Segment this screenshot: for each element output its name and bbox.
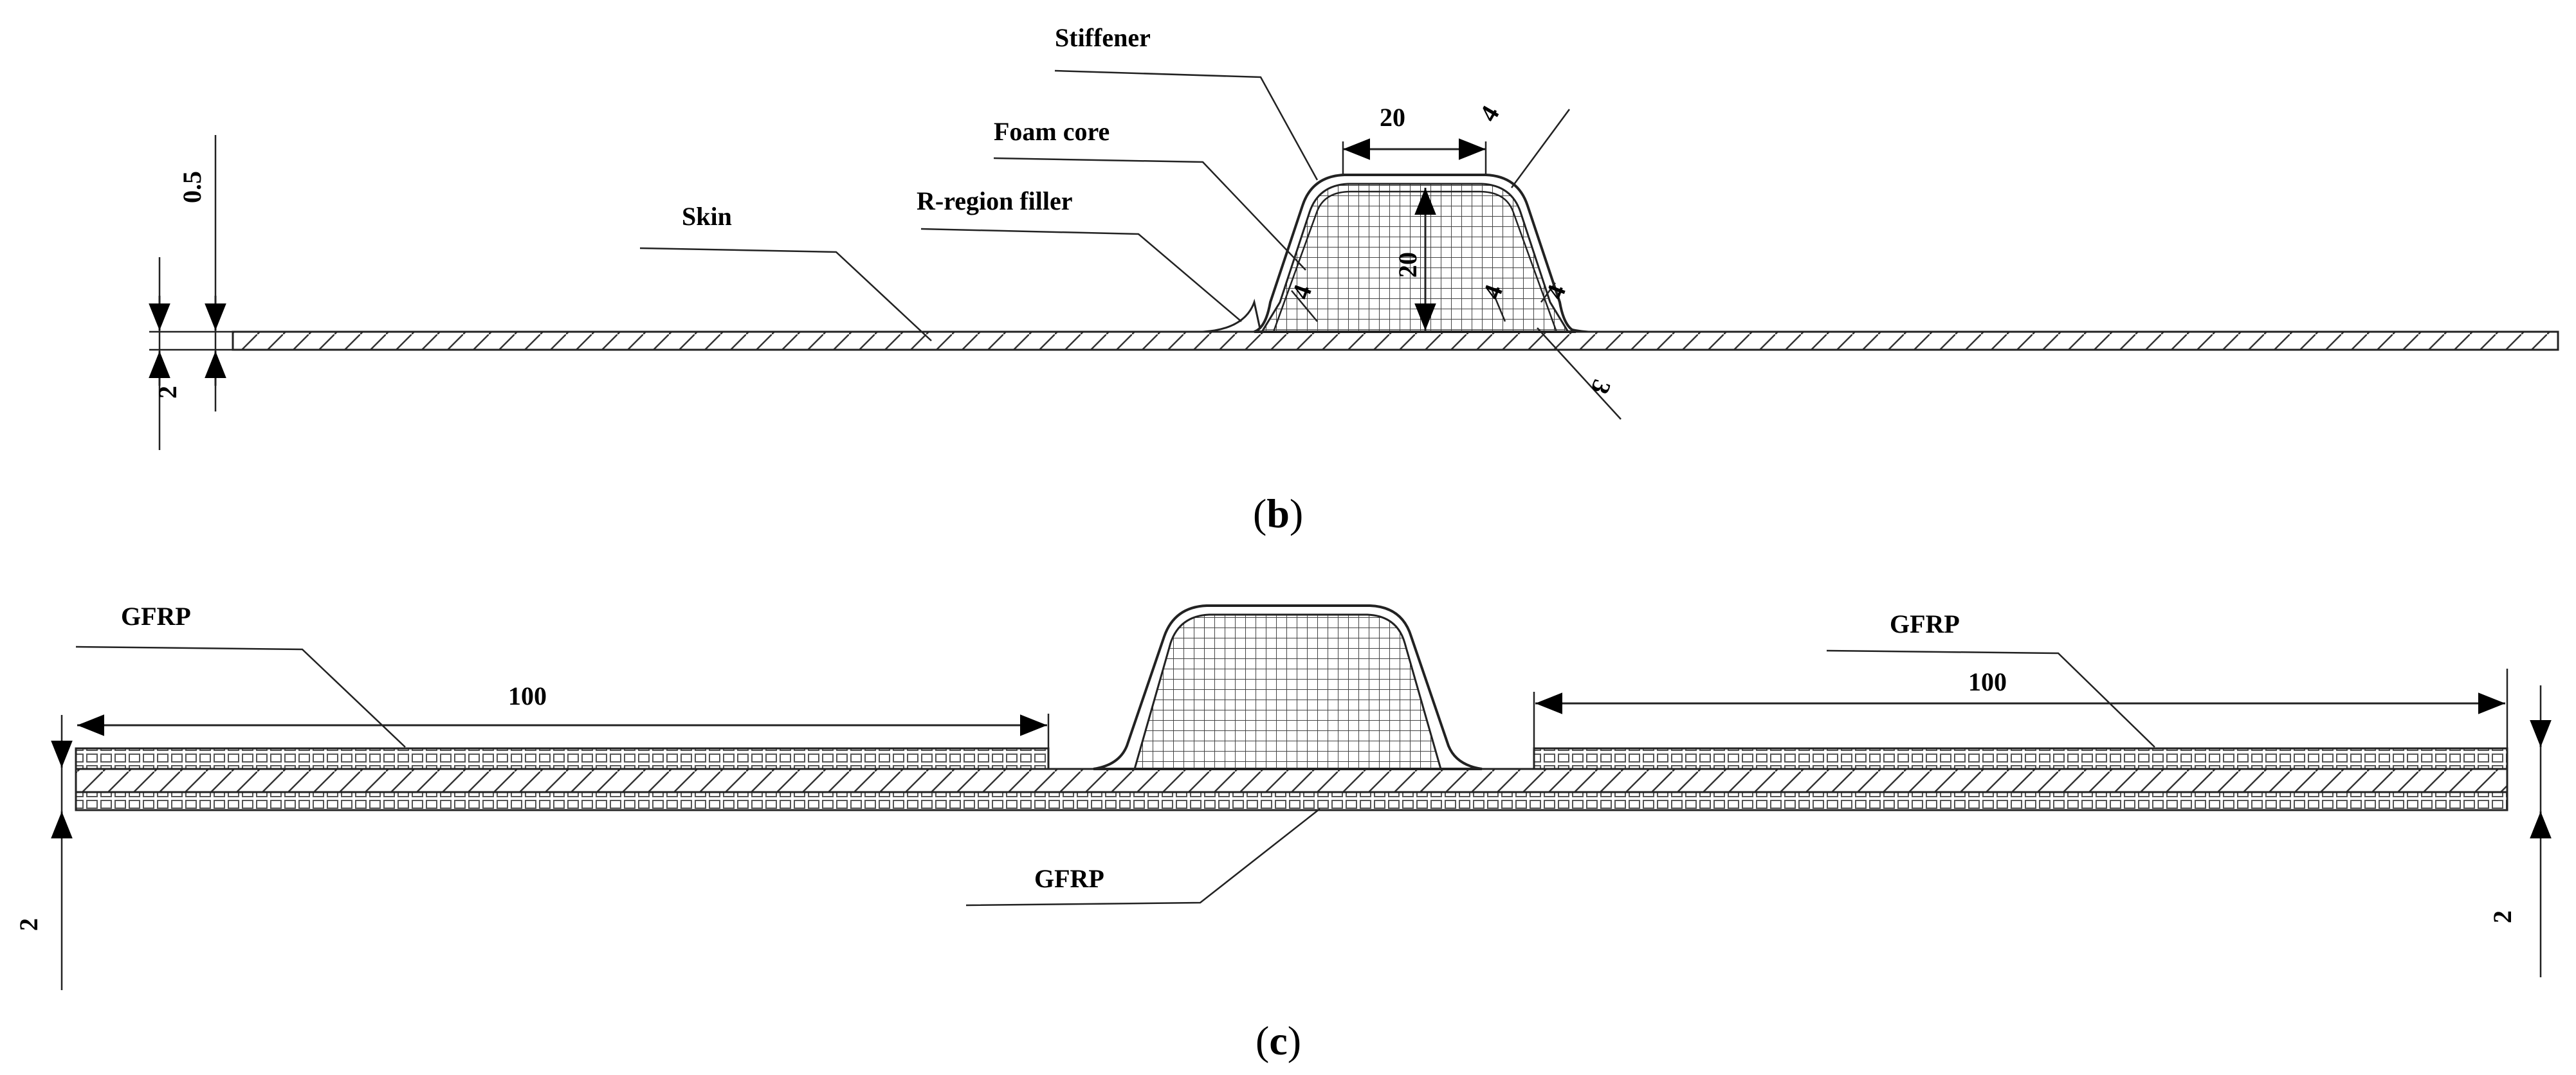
dim-skin-thickness-text: 2 [153, 386, 182, 399]
dim-flange-leader [1540, 282, 1557, 303]
dim-corner-leader [1510, 109, 1571, 188]
panel-b: 20 20 4 4 4 4 3 Stiffener Foam core R-re… [149, 23, 2559, 536]
foam-core-leader [993, 157, 1306, 271]
skin-plate [232, 330, 2559, 351]
dim-height-text: 20 [1393, 252, 1422, 278]
dim-corner-text: 4 [1474, 101, 1505, 127]
gfrp-left-leader [75, 646, 406, 748]
gfrp-patch-left [75, 747, 1050, 770]
r-region-filler-leader [920, 228, 1242, 322]
dim-web-left-leader [1291, 290, 1318, 322]
dim-fillet-leader [1537, 327, 1621, 420]
gfrp-patch-right [1533, 747, 2508, 770]
gfrp-bottom-leader [965, 808, 1320, 907]
label-stiffener: Stiffener [1055, 23, 1151, 52]
dim-thick-right-text: 2 [2488, 910, 2517, 923]
gfrp-right-leader [1826, 649, 2155, 748]
label-foam-core: Foam core [994, 117, 1110, 146]
skin-plate-c [75, 768, 2508, 793]
foam-core-c [1133, 613, 1442, 770]
panel-c: 100 100 GFRP GFRP GFRP 2 2 (c) [14, 602, 2552, 1063]
caption-c: (c) [1256, 1018, 1301, 1063]
gfrp-bottom-layer [75, 791, 2508, 811]
r-region-filler-left [1202, 298, 1262, 333]
dim-top-width-text: 20 [1380, 103, 1405, 132]
label-gfrp-bottom: GFRP [1034, 864, 1104, 893]
dim-patch-left-text: 100 [508, 682, 547, 710]
dim-patch-right-text: 100 [1968, 667, 2007, 696]
label-gfrp-left: GFRP [121, 602, 191, 631]
label-gfrp-right: GFRP [1890, 610, 1960, 638]
label-r-region-filler: R-region filler [917, 186, 1073, 215]
skin-leader [639, 247, 932, 341]
stiffener-leader [1054, 69, 1319, 181]
dim-thick-left-text: 2 [14, 918, 43, 931]
dim-fillet-text: 3 [1585, 376, 1617, 398]
label-skin: Skin [682, 202, 732, 231]
caption-b: (b) [1253, 491, 1303, 536]
dim-web-right-leader [1491, 290, 1506, 322]
dim-overlap-text: 0.5 [178, 171, 206, 203]
